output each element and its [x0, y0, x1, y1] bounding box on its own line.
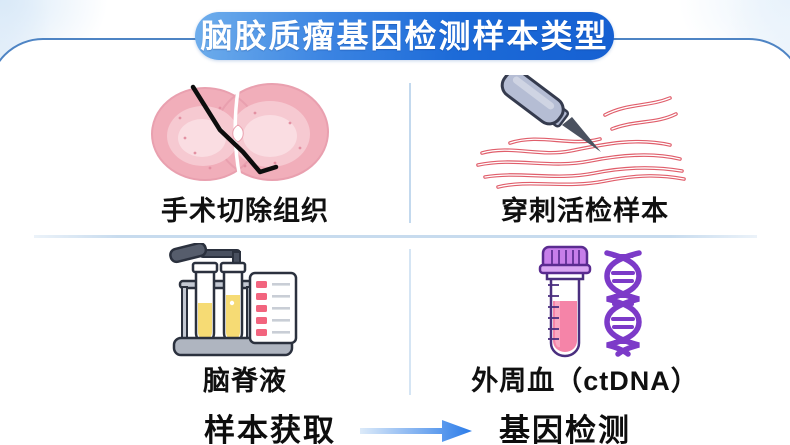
gene-testing-text: 基因检测: [499, 413, 631, 445]
surgical-tissue-label: 手术切除组织: [161, 196, 329, 226]
brain-tissue-section-icon: [151, 83, 329, 181]
flow-arrow-icon: [360, 420, 472, 442]
blood-tube-dna-icon: [538, 245, 642, 358]
csf-test-tubes-icon: [169, 243, 298, 357]
sample-acquisition-text: 样本获取: [204, 413, 336, 445]
page-title: 脑胶质瘤基因检测样本类型: [200, 18, 609, 54]
vertical-divider-bottom: [409, 249, 411, 395]
vertical-divider-top: [409, 83, 411, 223]
biopsy-sample-label: 穿刺活检样本: [501, 196, 669, 226]
peripheral-blood-label: 外周血（ctDNA）: [471, 366, 699, 396]
horizontal-divider: [34, 235, 757, 238]
title-banner: 脑胶质瘤基因检测样本类型: [195, 12, 614, 60]
biopsy-needle-icon: [476, 75, 686, 189]
csf-label: 脑脊液: [203, 366, 287, 396]
content-frame-border: [0, 38, 790, 445]
